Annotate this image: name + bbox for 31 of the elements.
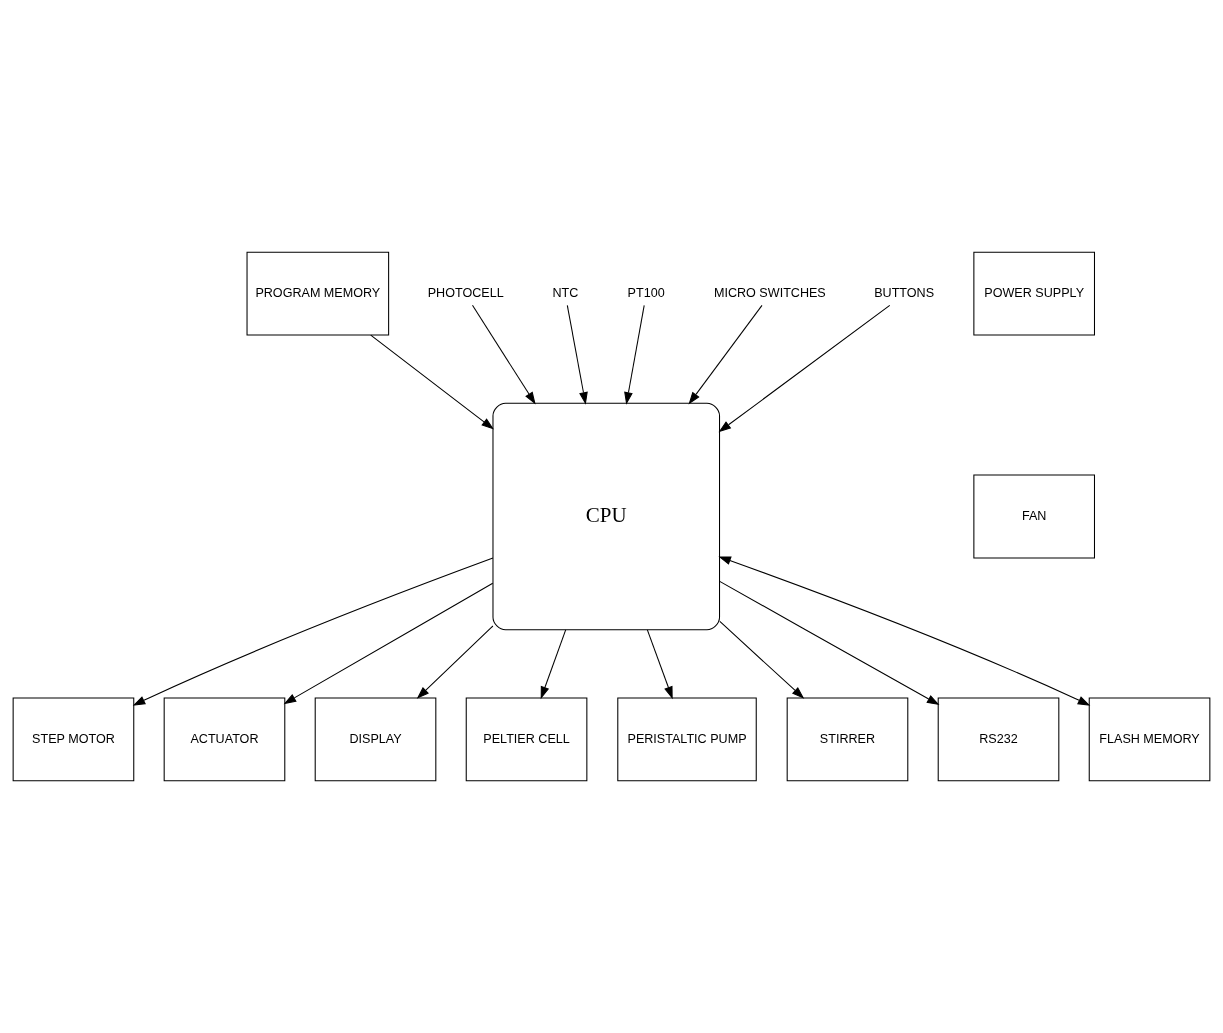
node-text: MICRO SWITCHES xyxy=(713,285,826,300)
arrow xyxy=(132,557,494,706)
arrow xyxy=(719,580,940,706)
node-box: FLASH MEMORY xyxy=(1088,697,1211,782)
node-box: POWER SUPPLY xyxy=(973,251,1095,336)
arrow xyxy=(540,629,567,700)
node-box: STIRRER xyxy=(786,697,909,782)
node-box: RS232 xyxy=(937,697,1060,782)
node-text: NTC xyxy=(552,285,579,300)
arrow xyxy=(416,625,494,699)
node-text: PHOTOCELL xyxy=(427,285,504,300)
arrow xyxy=(718,556,1091,706)
arrow xyxy=(718,304,891,433)
arrow xyxy=(624,304,645,405)
node-box: STEP MOTOR xyxy=(12,697,135,782)
node-box: PERISTALTIC PUMP xyxy=(617,697,757,782)
node-box: PELTIER CELL xyxy=(465,697,588,782)
arrow xyxy=(566,304,588,405)
arrow xyxy=(370,334,494,430)
arrow xyxy=(688,304,763,405)
node-box: DISPLAY xyxy=(314,697,437,782)
arrow xyxy=(719,620,805,699)
arrow xyxy=(471,304,536,405)
node-text: PT100 xyxy=(627,285,665,300)
node-box: FAN xyxy=(973,474,1095,559)
arrow xyxy=(283,582,494,705)
node-text: BUTTONS xyxy=(874,285,935,300)
node-box: ACTUATOR xyxy=(163,697,286,782)
node-box: PROGRAM MEMORY xyxy=(246,251,390,336)
node-box: CPU xyxy=(492,402,721,631)
arrow xyxy=(646,629,673,700)
